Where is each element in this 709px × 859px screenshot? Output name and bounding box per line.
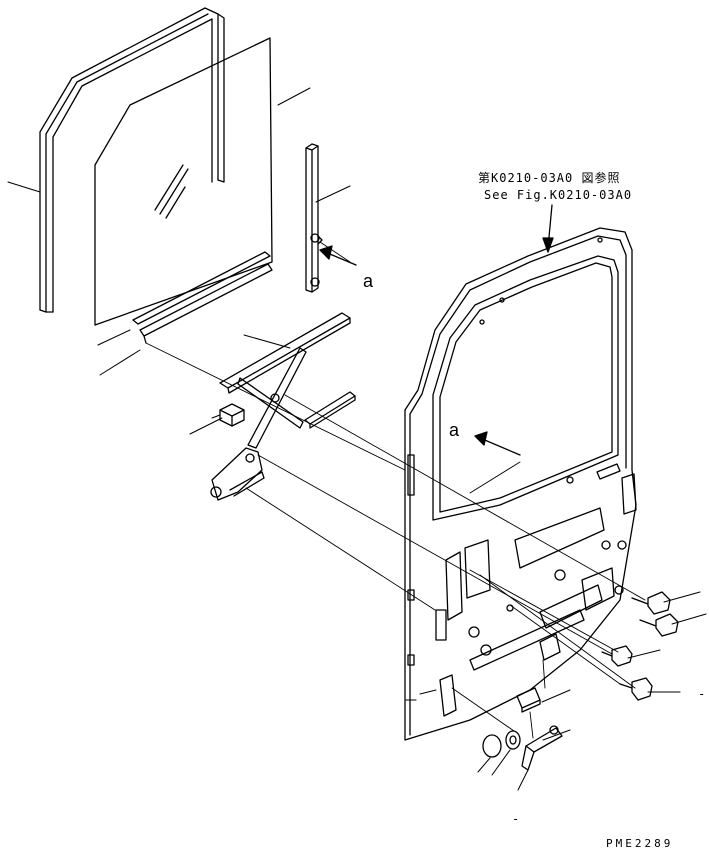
window-regulator (210, 312, 356, 501)
reference-label-jp: 第K0210-03A0 図参照 (478, 170, 620, 185)
window-seal-frame (39, 7, 225, 313)
callout-a-upper: a (363, 271, 374, 291)
door-panel (404, 227, 637, 741)
handle-bracket (516, 633, 561, 713)
callout-a-lower: a (449, 420, 460, 440)
mark-right: - (698, 687, 705, 701)
callout-arrow-upper (319, 245, 357, 266)
callout-arrow-lower (474, 431, 521, 456)
assembly-lines (145, 241, 646, 739)
glass-pane (94, 37, 273, 344)
reference-arrow (542, 204, 554, 253)
guide-rail (305, 143, 323, 293)
washer (505, 730, 521, 750)
drawing-code: PME2289 (606, 837, 673, 850)
bolts (601, 591, 679, 701)
reference-label-en: See Fig.K0210-03A0 (484, 188, 632, 202)
cap (482, 734, 502, 758)
leader-lines (7, 87, 707, 791)
regulator-handle (521, 725, 563, 771)
mark-bottom: - (512, 812, 519, 826)
